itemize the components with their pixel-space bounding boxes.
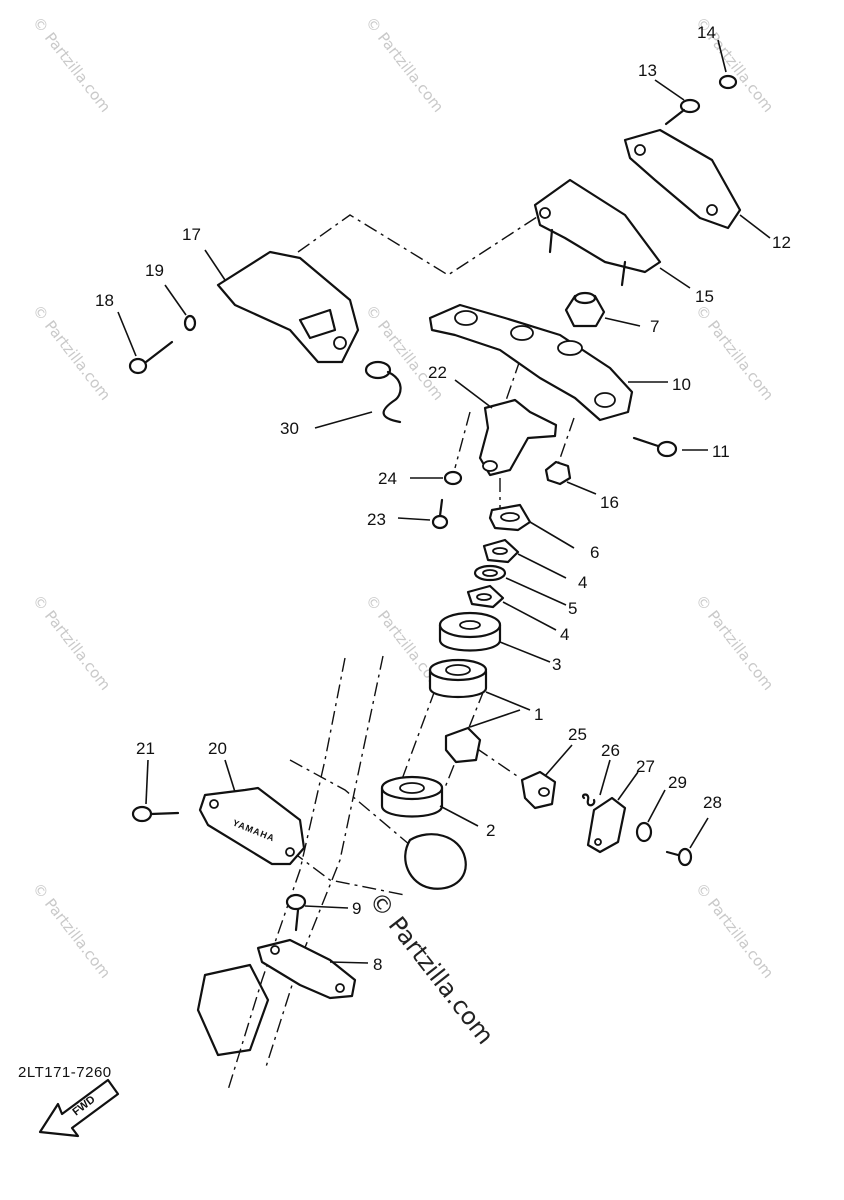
callout-23: 23 — [367, 510, 386, 529]
callout-7: 7 — [650, 317, 659, 336]
callout-3: 3 — [552, 655, 561, 674]
part-17-bracket — [204, 249, 360, 364]
part-11-bolt — [632, 436, 708, 458]
part-12-handlebar-holder — [623, 128, 771, 239]
fork-leg — [196, 833, 467, 1057]
watermark: © Partzilla.com — [29, 591, 114, 693]
part-7-nut — [564, 291, 641, 328]
part-23-bolt — [397, 498, 449, 530]
assembly-lines — [227, 214, 575, 1091]
callout-4b: 4 — [560, 625, 569, 644]
callout-16: 16 — [600, 493, 619, 512]
callout-1: 1 — [534, 705, 543, 724]
part-20-emblem-bracket: YAMAHA — [198, 759, 306, 866]
callout-4a: 4 — [578, 573, 587, 592]
part-24-nut — [410, 470, 463, 486]
callout-22: 22 — [428, 363, 447, 382]
part-2-bearing — [380, 775, 479, 827]
callout-12: 12 — [772, 233, 791, 252]
part-9-bolt — [285, 893, 349, 932]
callout-15: 15 — [695, 287, 714, 306]
watermark: © Partzilla.com — [362, 13, 447, 115]
callout-24: 24 — [378, 469, 397, 488]
part-8-lower-bracket — [256, 938, 369, 1000]
watermark: © Partzilla.com — [29, 301, 114, 403]
fwd-arrow-icon: FWD — [38, 1078, 120, 1138]
part-29-washer — [635, 789, 666, 843]
center-watermark: © Partzilla.com — [363, 886, 499, 1049]
diagram-code: 2LT171-7260 — [18, 1064, 112, 1081]
part-25-lock — [520, 744, 573, 810]
collar — [444, 709, 521, 764]
part-4-lock-washer — [482, 538, 567, 579]
callout-8: 8 — [373, 955, 382, 974]
part-30-clamp — [314, 360, 402, 429]
callout-27: 27 — [636, 757, 655, 776]
watermark: © Partzilla.com — [692, 301, 777, 403]
part-10-upper-bracket — [428, 303, 668, 422]
part-3-cover — [438, 611, 551, 663]
watermark: © Partzilla.com — [692, 591, 777, 693]
part-27-plate — [586, 771, 639, 854]
part-6-ring-nut — [488, 503, 575, 549]
callout-10: 10 — [672, 375, 691, 394]
part-13-bolt — [654, 79, 701, 126]
callout-14: 14 — [697, 23, 716, 42]
part-16-nut — [544, 460, 597, 495]
watermark: © Partzilla.com — [29, 879, 114, 981]
callout-13: 13 — [638, 61, 657, 80]
part-21-bolt — [131, 759, 180, 823]
part-5-washer — [473, 564, 567, 606]
part-19-washer — [164, 284, 197, 332]
callout-20: 20 — [208, 739, 227, 758]
callout-26: 26 — [601, 741, 620, 760]
part-26-spring — [582, 759, 611, 807]
watermark: © Partzilla.com — [692, 879, 777, 981]
part-22-bracket — [454, 379, 558, 477]
callout-18: 18 — [95, 291, 114, 310]
callout-5: 5 — [568, 599, 577, 618]
callout-9: 9 — [352, 899, 361, 918]
part-18-bolt — [117, 311, 174, 375]
part-1-bearing — [428, 658, 531, 711]
part-28-screw — [665, 817, 709, 867]
callout-2: 2 — [486, 821, 495, 840]
watermark: © Partzilla.com — [29, 13, 114, 115]
callout-6: 6 — [590, 543, 599, 562]
callout-layer: 14 13 12 15 17 19 18 7 22 10 30 11 24 16… — [95, 23, 791, 974]
callout-11: 11 — [712, 442, 730, 461]
callout-29: 29 — [668, 773, 687, 792]
callout-21: 21 — [136, 739, 155, 758]
part-15-handlebar-holder — [533, 178, 691, 289]
callout-19: 19 — [145, 261, 164, 280]
part-14-screw — [717, 39, 738, 90]
part-4-lock-washer-lower — [466, 584, 557, 631]
callout-30: 30 — [280, 419, 299, 438]
callout-28: 28 — [703, 793, 722, 812]
callout-17: 17 — [182, 225, 201, 244]
callout-25: 25 — [568, 725, 587, 744]
